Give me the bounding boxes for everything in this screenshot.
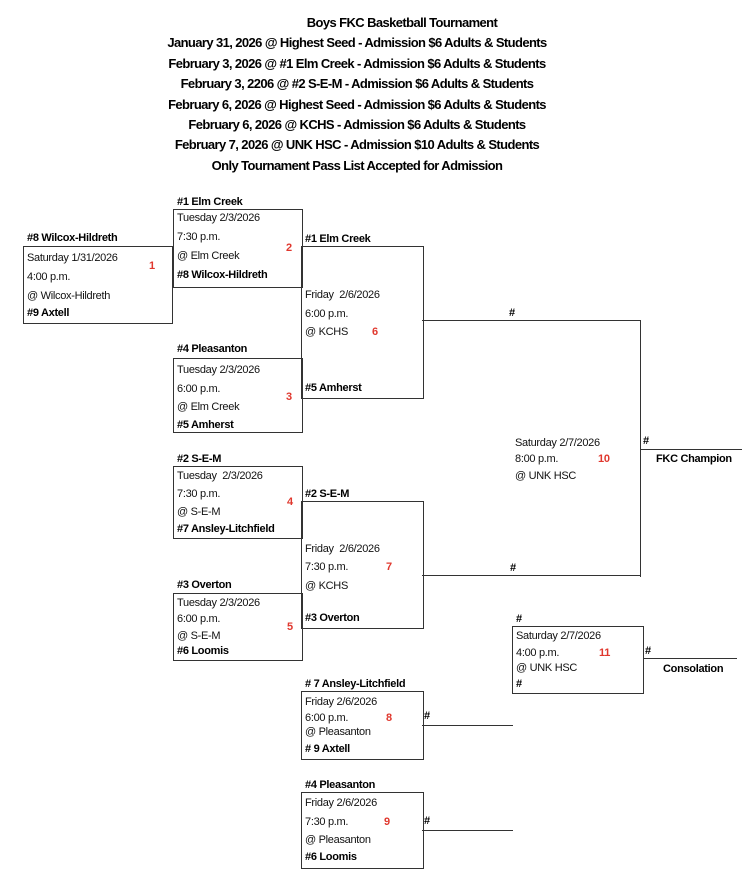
game1-top-team: #8 Wilcox-Hildreth bbox=[27, 232, 118, 244]
game4-venue: @ S-E-M bbox=[177, 506, 221, 518]
game5-time: 6:00 p.m. bbox=[177, 613, 221, 625]
game3-top-team: #4 Pleasanton bbox=[177, 343, 248, 355]
header-line-7: Only Tournament Pass List Accepted for A… bbox=[211, 157, 503, 173]
game7-time: 7:30 p.m. bbox=[305, 561, 349, 573]
game3-box bbox=[173, 358, 303, 433]
header-line-2: February 3, 2026 @ #1 Elm Creek - Admiss… bbox=[168, 55, 546, 71]
game2-bottom-team: #8 Wilcox-Hildreth bbox=[177, 269, 268, 281]
game10-date: Saturday 2/7/2026 bbox=[515, 437, 600, 449]
game9-number: 9 bbox=[384, 816, 390, 828]
game8-top-team: # 7 Ansley-Litchfield bbox=[305, 678, 406, 690]
game5-bottom-team: #6 Loomis bbox=[177, 645, 229, 657]
game10-venue: @ UNK HSC bbox=[515, 470, 577, 482]
game9-winner-line bbox=[422, 830, 513, 831]
game6-bottom-team: #5 Amherst bbox=[305, 382, 362, 394]
game3-number: 3 bbox=[286, 391, 292, 403]
game2-top-team: #1 Elm Creek bbox=[177, 196, 243, 208]
game11-box bbox=[512, 626, 644, 694]
game9-winner-placeholder: # bbox=[424, 815, 430, 827]
game1-number: 1 bbox=[149, 260, 155, 272]
game6-number: 6 bbox=[372, 326, 378, 338]
game2-number: 2 bbox=[286, 242, 292, 254]
header-line-3: February 3, 2206 @ #2 S-E-M - Admission … bbox=[180, 76, 534, 92]
game9-top-team: #4 Pleasanton bbox=[305, 779, 376, 791]
game5-top-team: #3 Overton bbox=[177, 579, 232, 591]
game8-bottom-team: # 9 Axtell bbox=[305, 743, 350, 755]
game2-time: 7:30 p.m. bbox=[177, 231, 221, 243]
game8-date: Friday 2/6/2026 bbox=[305, 696, 377, 708]
champion-line bbox=[641, 449, 742, 450]
game1-venue: @ Wilcox-Hildreth bbox=[27, 290, 111, 302]
game11-time: 4:00 p.m. bbox=[516, 647, 560, 659]
game8-time: 6:00 p.m. bbox=[305, 712, 349, 724]
game7-venue: @ KCHS bbox=[305, 580, 348, 592]
game5-number: 5 bbox=[287, 621, 293, 633]
champion-label: FKC Champion bbox=[656, 453, 732, 465]
game1-time: 4:00 p.m. bbox=[27, 271, 71, 283]
tournament-title: Boys FKC Basketball Tournament bbox=[306, 15, 498, 30]
game2-venue: @ Elm Creek bbox=[177, 250, 240, 262]
game8-venue: @ Pleasanton bbox=[305, 726, 371, 738]
game3-bottom-team: #5 Amherst bbox=[177, 419, 234, 431]
game11-date: Saturday 2/7/2026 bbox=[516, 630, 601, 642]
game10-time: 8:00 p.m. bbox=[515, 453, 559, 465]
game7-number: 7 bbox=[386, 561, 392, 573]
game2-date: Tuesday 2/3/2026 bbox=[177, 212, 260, 224]
game7-date: Friday 2/6/2026 bbox=[305, 543, 380, 555]
game1-bottom-team: #9 Axtell bbox=[27, 307, 70, 319]
consolation-label: Consolation bbox=[663, 663, 724, 675]
game6-top-team: #1 Elm Creek bbox=[305, 233, 371, 245]
game10-number: 10 bbox=[598, 453, 610, 465]
game5-box bbox=[173, 593, 303, 661]
game6-winner-line bbox=[422, 320, 641, 321]
game9-time: 7:30 p.m. bbox=[305, 816, 349, 828]
game4-time: 7:30 p.m. bbox=[177, 488, 221, 500]
game2-box bbox=[173, 209, 303, 288]
game9-bottom-team: #6 Loomis bbox=[305, 851, 357, 863]
game7-bottom-team: #3 Overton bbox=[305, 612, 360, 624]
game6-time: 6:00 p.m. bbox=[305, 308, 349, 320]
game3-time: 6:00 p.m. bbox=[177, 383, 221, 395]
header-line-6: February 7, 2026 @ UNK HSC - Admission $… bbox=[174, 137, 540, 153]
consolation-winner-line bbox=[643, 658, 737, 659]
game9-venue: @ Pleasanton bbox=[305, 834, 371, 846]
game11-top-team: # bbox=[516, 613, 522, 625]
game1-box bbox=[23, 246, 173, 324]
game6-date: Friday 2/6/2026 bbox=[305, 289, 380, 301]
consolation-winner-placeholder: # bbox=[645, 645, 651, 657]
champion-placeholder: # bbox=[643, 435, 649, 447]
header-line-5: February 6, 2026 @ KCHS - Admission $6 A… bbox=[188, 117, 526, 133]
championship-bracket-line bbox=[640, 320, 641, 577]
game3-date: Tuesday 2/3/2026 bbox=[177, 364, 260, 376]
game4-bottom-team: #7 Ansley-Litchfield bbox=[177, 523, 275, 535]
game11-venue: @ UNK HSC bbox=[516, 662, 578, 674]
game7-winner-placeholder: # bbox=[510, 562, 516, 574]
game5-venue: @ S-E-M bbox=[177, 630, 221, 642]
game4-date: Tuesday 2/3/2026 bbox=[177, 470, 263, 482]
game6-venue: @ KCHS bbox=[305, 326, 348, 338]
game4-box bbox=[173, 466, 303, 539]
game11-bottom-team: # bbox=[516, 678, 522, 690]
game1-date: Saturday 1/31/2026 bbox=[27, 252, 118, 264]
game7-winner-line bbox=[422, 575, 641, 576]
game3-venue: @ Elm Creek bbox=[177, 401, 240, 413]
game8-winner-placeholder: # bbox=[424, 710, 430, 722]
game4-top-team: #2 S-E-M bbox=[177, 453, 222, 465]
tournament-header: Boys FKC Basketball Tournament January 3… bbox=[0, 13, 714, 176]
game4-number: 4 bbox=[287, 496, 293, 508]
game8-winner-line bbox=[422, 725, 513, 726]
game7-top-team: #2 S-E-M bbox=[305, 488, 350, 500]
game9-date: Friday 2/6/2026 bbox=[305, 797, 377, 809]
game5-date: Tuesday 2/3/2026 bbox=[177, 597, 260, 609]
header-line-1: January 31, 2026 @ Highest Seed - Admiss… bbox=[167, 35, 547, 51]
game6-box bbox=[301, 246, 424, 399]
game8-number: 8 bbox=[386, 712, 392, 724]
game11-number: 11 bbox=[599, 647, 611, 659]
game6-winner-placeholder: # bbox=[509, 307, 515, 319]
header-line-4: February 6, 2026 @ Highest Seed - Admiss… bbox=[168, 96, 546, 112]
game7-box bbox=[301, 501, 424, 629]
